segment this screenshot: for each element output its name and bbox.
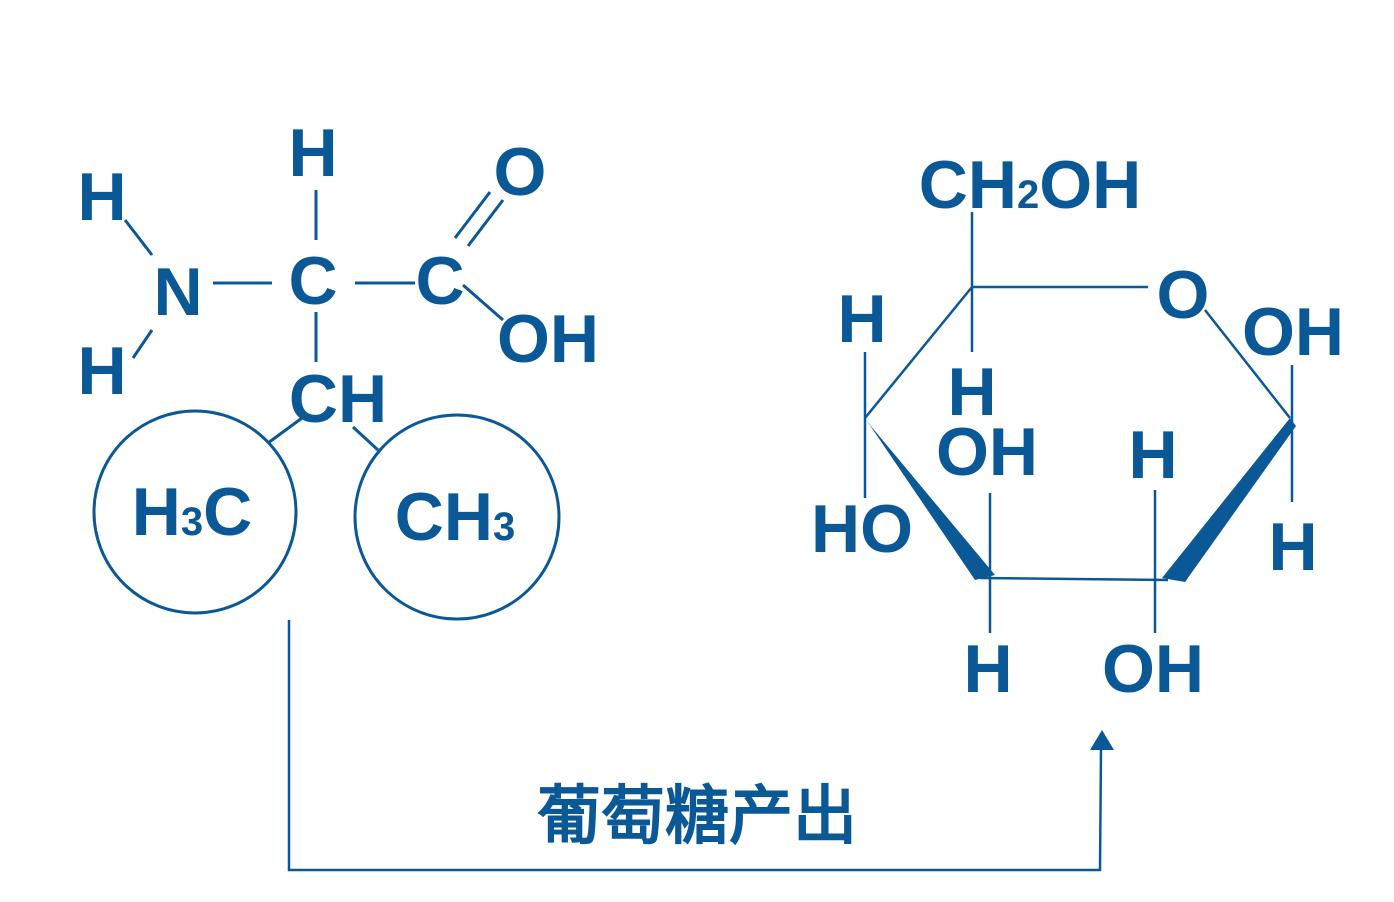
- bond-c-o-double-1: [453, 191, 492, 239]
- methyl-right-label: CH3: [395, 479, 515, 555]
- wedge-c2-c1: [1162, 418, 1296, 582]
- glucose-c4-h: H: [837, 281, 886, 357]
- caption-glucose-output: 葡萄糖产出: [537, 780, 857, 854]
- valine-c-carboxyl: C: [415, 243, 464, 319]
- glucose-c3-oh: OH: [936, 414, 1038, 490]
- production-arrow: [287, 620, 1114, 872]
- bond-h-n-bottom: [131, 329, 154, 359]
- valine-h-top: H: [288, 115, 337, 191]
- glucose-structure: CH2OH O OH H H OH H HO H H OH: [811, 147, 1344, 707]
- bond-ch-right: [351, 425, 380, 452]
- valine-h-left-bottom: H: [77, 333, 126, 409]
- valine-o: O: [494, 134, 547, 210]
- glucose-c1-h: H: [1268, 509, 1317, 585]
- glucose-c4-ho: HO: [811, 491, 913, 567]
- glucose-c2-h: H: [1128, 417, 1177, 493]
- methyl-left-circle: [92, 409, 298, 615]
- bond-ch-left: [267, 416, 303, 445]
- glucose-c5-h: H: [947, 354, 996, 430]
- methyl-left-label: H3C: [132, 474, 252, 550]
- methyl-right-circle: [353, 413, 561, 621]
- valine-h-left-top: H: [77, 159, 126, 235]
- valine-structure: H N H H C C O OH CH H3C CH3: [77, 115, 599, 621]
- valine-oh: OH: [497, 301, 599, 377]
- ring-bond-o-c1: [1204, 309, 1291, 419]
- arrow-head: [1090, 730, 1114, 750]
- valine-n: N: [153, 254, 202, 330]
- valine-ch: CH: [289, 361, 387, 437]
- glucose-c2-oh: OH: [1102, 631, 1204, 707]
- bond-c-oh: [462, 283, 504, 322]
- glucose-c3-h: H: [963, 631, 1012, 707]
- ring-bond-c5-c4: [864, 286, 973, 419]
- glucose-ring-o: O: [1157, 257, 1210, 333]
- ring-bond-c3-c2: [979, 576, 1169, 582]
- wedge-c4-c3: [865, 418, 995, 580]
- bond-h-n-top: [123, 219, 154, 256]
- glucose-c1-oh: OH: [1242, 294, 1344, 370]
- glucose-ch2oh: CH2OH: [919, 147, 1141, 223]
- bond-c-o-double-2: [466, 199, 505, 247]
- arrow-line: [287, 620, 1103, 872]
- valine-c-alpha: C: [288, 243, 337, 319]
